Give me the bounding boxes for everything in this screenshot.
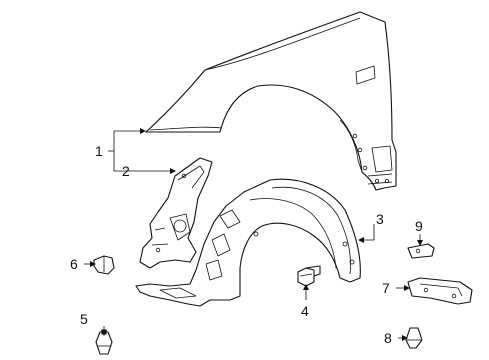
clip-6 [93,255,115,275]
callout-2: 2 [122,163,130,179]
callout-1: 1 [95,143,103,159]
callout-8: 8 [384,330,392,346]
leader-lines [84,128,423,341]
callout-7: 7 [382,280,390,296]
callout-6: 6 [70,256,78,272]
bolt [297,265,321,287]
bracket-7 [407,277,473,305]
fender-bracket [139,157,213,269]
callout-9: 9 [415,218,423,234]
callout-3: 3 [376,211,384,227]
callout-4: 4 [301,303,309,319]
fender-panel [145,11,397,191]
callout-5: 5 [80,311,88,327]
fastener-8 [405,327,423,349]
bracket-9 [407,243,435,259]
fender-liner [135,178,361,307]
